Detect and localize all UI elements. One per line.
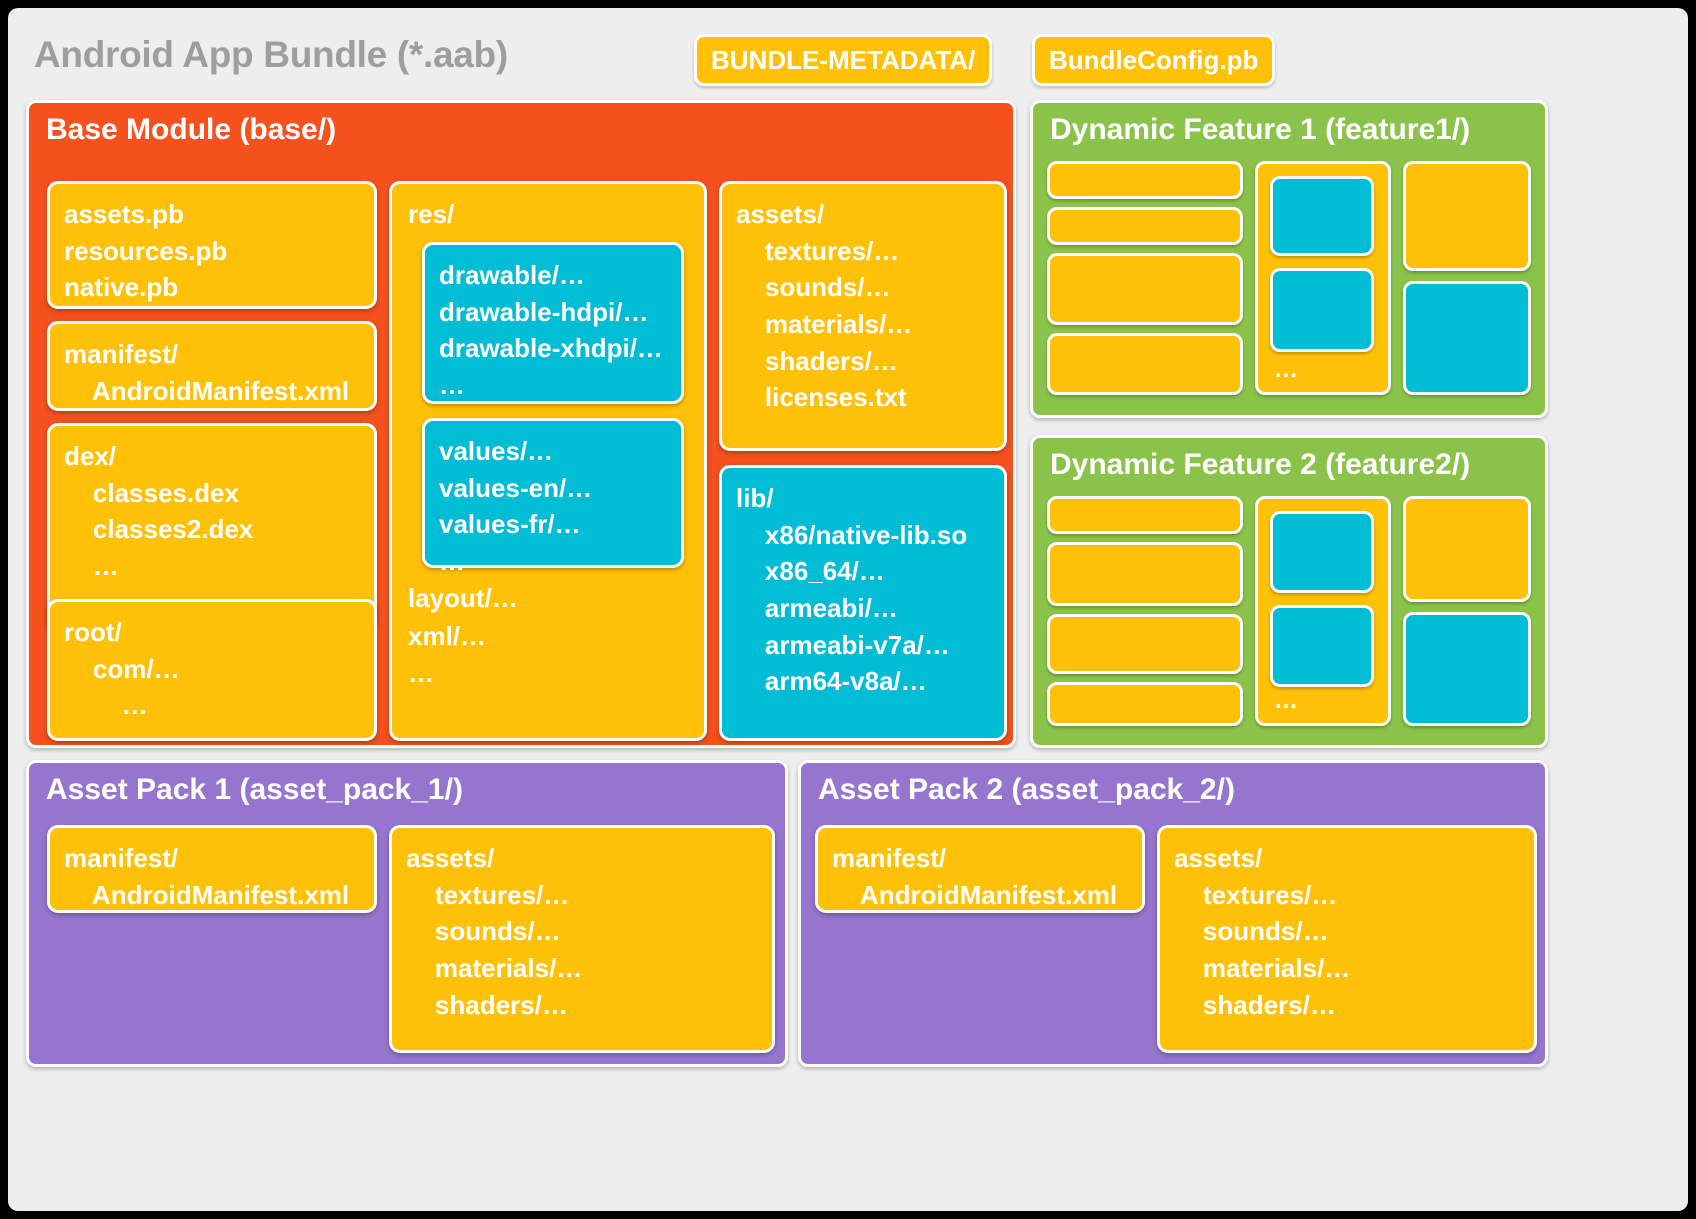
feature1-assets-box[interactable]	[1403, 161, 1531, 271]
dynamic-feature-1-panel[interactable]: Dynamic Feature 1 (feature1/) …	[1030, 100, 1548, 418]
dynamic-feature-2-panel[interactable]: Dynamic Feature 2 (feature2/) …	[1030, 435, 1548, 748]
base-assets-box[interactable]: assets/ textures/… sounds/… materials/… …	[719, 181, 1007, 451]
asset-pack-1-manifest-box[interactable]: manifest/ AndroidManifest.xml	[47, 825, 377, 913]
base-module-title: Base Module (base/)	[46, 113, 337, 146]
feature2-lib-box[interactable]	[1403, 612, 1531, 726]
base-res-drawable-box[interactable]: drawable/… drawable-hdpi/… drawable-xhdp…	[422, 242, 684, 404]
feature1-manifest-box[interactable]	[1047, 161, 1243, 199]
feature2-proto-box[interactable]	[1047, 542, 1243, 606]
base-res-other-list: layout/… xml/… …	[408, 583, 518, 689]
feature2-res-values-box[interactable]	[1270, 605, 1374, 687]
asset-pack-1-panel[interactable]: Asset Pack 1 (asset_pack_1/) manifest/ A…	[26, 760, 788, 1067]
feature2-manifest-box[interactable]	[1047, 496, 1243, 534]
asset-pack-2-assets-box[interactable]: assets/ textures/… sounds/… materials/… …	[1157, 825, 1537, 1053]
base-manifest-box[interactable]: manifest/ AndroidManifest.xml	[47, 321, 377, 411]
feature2-res-drawable-box[interactable]	[1270, 511, 1374, 593]
feature1-res-drawable-box[interactable]	[1270, 176, 1374, 256]
page-title: Android App Bundle (*.aab)	[34, 34, 508, 75]
feature1-res-ellipsis: …	[1274, 356, 1298, 383]
feature2-res-box[interactable]: …	[1255, 496, 1391, 726]
asset-pack-2-manifest-box[interactable]: manifest/ AndroidManifest.xml	[815, 825, 1145, 913]
base-module-panel[interactable]: Base Module (base/) assets.pb resources.…	[26, 100, 1016, 748]
base-dex-box[interactable]: dex/ classes.dex classes2.dex …	[47, 423, 377, 629]
asset-pack-1-title: Asset Pack 1 (asset_pack_1/)	[46, 773, 463, 806]
asset-pack-2-title: Asset Pack 2 (asset_pack_2/)	[818, 773, 1235, 806]
feature1-lib-box[interactable]	[1403, 281, 1531, 395]
base-root-box[interactable]: root/ com/… …	[47, 599, 377, 741]
feature1-root-box[interactable]	[1047, 333, 1243, 395]
bundle-config-chip[interactable]: BundleConfig.pb	[1032, 34, 1276, 86]
feature1-proto-box[interactable]	[1047, 207, 1243, 245]
feature2-res-ellipsis: …	[1274, 687, 1298, 714]
feature1-dex-box[interactable]	[1047, 253, 1243, 325]
asset-pack-2-panel[interactable]: Asset Pack 2 (asset_pack_2/) manifest/ A…	[798, 760, 1548, 1067]
asset-pack-1-assets-box[interactable]: assets/ textures/… sounds/… materials/… …	[389, 825, 775, 1053]
base-proto-files-box[interactable]: assets.pb resources.pb native.pb	[47, 181, 377, 309]
base-res-values-box[interactable]: values/… values-en/… values-fr/… …	[422, 418, 684, 576]
feature1-res-box[interactable]: …	[1255, 161, 1391, 395]
bundle-header: Android App Bundle (*.aab) BUNDLE-METADA…	[8, 8, 1688, 100]
bundle-canvas: Android App Bundle (*.aab) BUNDLE-METADA…	[8, 8, 1688, 1211]
bundle-metadata-chip[interactable]: BUNDLE-METADATA/	[694, 34, 993, 86]
feature2-assets-box[interactable]	[1403, 496, 1531, 602]
dynamic-feature-2-title: Dynamic Feature 2 (feature2/)	[1050, 448, 1471, 481]
feature1-res-values-box[interactable]	[1270, 268, 1374, 352]
base-res-box[interactable]: res/ drawable/… drawable-hdpi/… drawable…	[389, 181, 707, 741]
base-res-label: res/	[408, 199, 455, 229]
feature2-root-box[interactable]	[1047, 682, 1243, 726]
base-lib-box[interactable]: lib/ x86/native-lib.so x86_64/… armeabi/…	[719, 465, 1007, 741]
dynamic-feature-1-title: Dynamic Feature 1 (feature1/)	[1050, 113, 1471, 146]
feature2-dex-box[interactable]	[1047, 614, 1243, 674]
